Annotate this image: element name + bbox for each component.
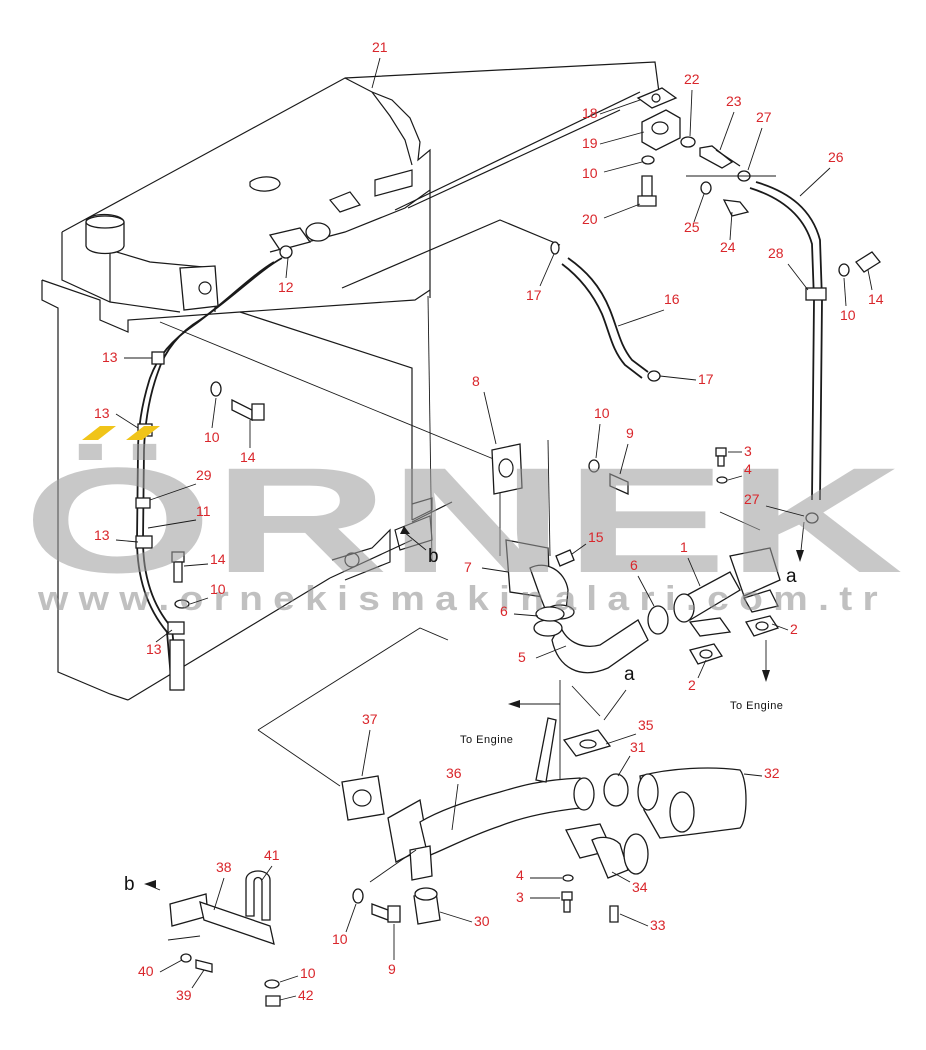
part-label: 3 [516,889,524,905]
part-label: 7 [464,559,472,575]
part-label: 19 [582,135,598,151]
part-label: 33 [650,917,666,933]
part-label: 2 [790,621,798,637]
left-fasteners [171,381,265,609]
part-label: 39 [176,987,192,1003]
part-label: 20 [582,211,598,227]
part-label: 3 [744,443,752,459]
water-pipe-parts [491,443,805,682]
ref-letter-b-lower: b [124,874,135,895]
ref-letter-a-lower: a [624,664,635,685]
watermark-accent [82,426,160,440]
part-label: 10 [300,965,316,981]
part-label: 5 [518,649,526,665]
to-engine-note-right: To Engine [730,700,783,712]
part-label: 4 [744,461,752,477]
part-label: 32 [764,765,780,781]
bypass-hose [550,241,661,382]
part-label: 17 [698,371,714,387]
radiator-assembly [41,61,761,800]
bracket-parts [144,870,281,1007]
part-label: 41 [264,847,280,863]
part-label: 15 [588,529,604,545]
part-label: 4 [516,867,524,883]
part-label: 29 [196,467,212,483]
watermark-brand: ÖRNEK [23,436,903,604]
part-label: 14 [240,449,256,465]
part-label: 9 [388,961,396,977]
part-label: 23 [726,93,742,109]
part-label: 10 [204,429,220,445]
part-label: 10 [582,165,598,181]
part-label: 28 [768,245,784,261]
part-label: 27 [744,491,760,507]
to-engine-note-left: To Engine [460,734,513,746]
annotations: To Engine To Engine a a b b [124,526,797,895]
part-label: 13 [102,349,118,365]
part-label: 11 [196,503,211,519]
lower-pipe-parts [341,685,747,925]
ref-letter-a-right: a [786,566,797,587]
part-label: 9 [626,425,634,441]
part-label: 42 [298,987,314,1003]
watermark: ÖRNEK www.ornekismakinalari.com.tr [23,426,903,618]
part-label: 10 [332,931,348,947]
part-label: 40 [138,963,154,979]
part-label: 6 [630,557,638,573]
part-label: 10 [210,581,226,597]
part-label: 13 [146,641,162,657]
part-label: 22 [684,71,700,87]
part-label: 16 [664,291,680,307]
part-label: 25 [684,219,700,235]
thermostat-housing-parts [636,87,881,524]
part-label: 21 [372,39,388,55]
part-label: 14 [868,291,884,307]
part-label: 37 [362,711,378,727]
part-label: 34 [632,879,648,895]
ref-letter-b-mid: b [428,546,439,567]
watermark-url: www.ornekismakinalari.com.tr [37,580,888,618]
part-label: 31 [630,739,646,755]
part-label: 14 [210,551,226,567]
part-label: 10 [840,307,856,323]
part-label: 18 [582,105,598,121]
part-label: 1 [680,539,688,555]
part-label: 2 [688,677,696,693]
part-label: 26 [828,149,844,165]
part-label: 13 [94,527,110,543]
part-label: 36 [446,765,462,781]
part-label: 38 [216,859,232,875]
part-label: 10 [594,405,610,421]
overflow-tube-assembly [135,245,293,691]
part-label: 35 [638,717,654,733]
part-label: 24 [720,239,736,255]
part-label: 17 [526,287,542,303]
part-label: 8 [472,373,480,389]
part-label: 27 [756,109,772,125]
part-label: 30 [474,913,490,929]
part-label: 6 [500,603,508,619]
part-number-labels: 21 18 22 19 23 27 10 26 20 25 24 28 10 1… [94,39,884,1003]
part-label: 13 [94,405,110,421]
part-label: 12 [278,279,294,295]
